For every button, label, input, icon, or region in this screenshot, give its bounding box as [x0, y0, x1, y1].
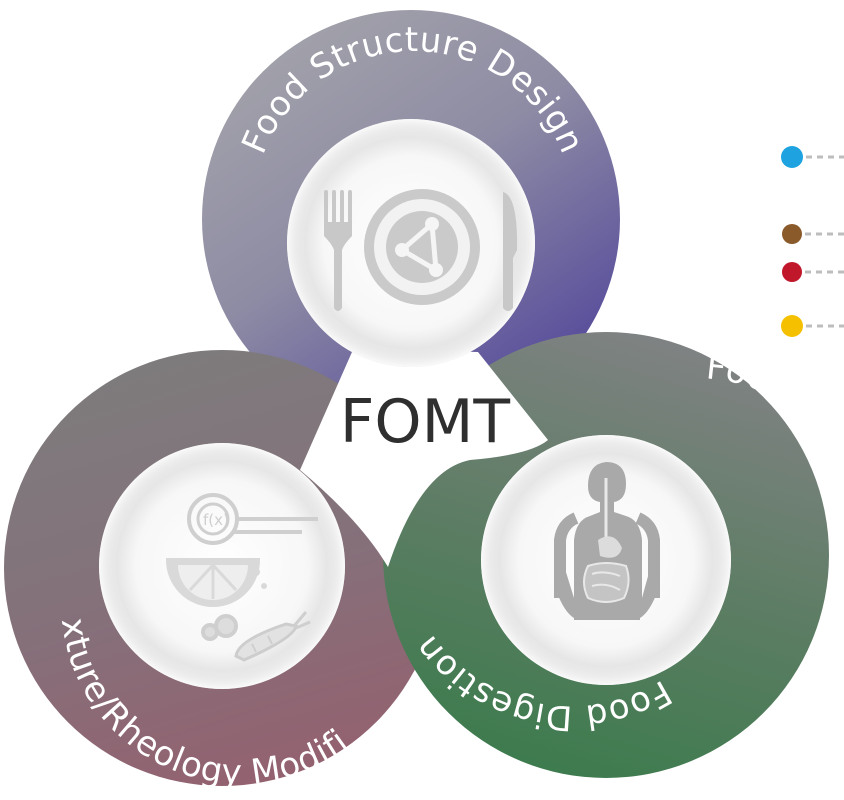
center-label: FOMT [340, 387, 511, 457]
fx-citrus-carrot-icon: f(x) [165, 493, 318, 662]
digestive-system-icon [554, 462, 660, 620]
center-white-area [300, 351, 548, 567]
legend-dot-blue [781, 146, 844, 168]
legend-dot-red [782, 262, 844, 282]
svg-text:f(x): f(x) [203, 511, 229, 529]
legend-dot-yellow [781, 315, 844, 337]
legend-dot-brown [782, 224, 844, 244]
plate-molecule-icon [324, 189, 518, 311]
legend-dots [781, 146, 844, 337]
